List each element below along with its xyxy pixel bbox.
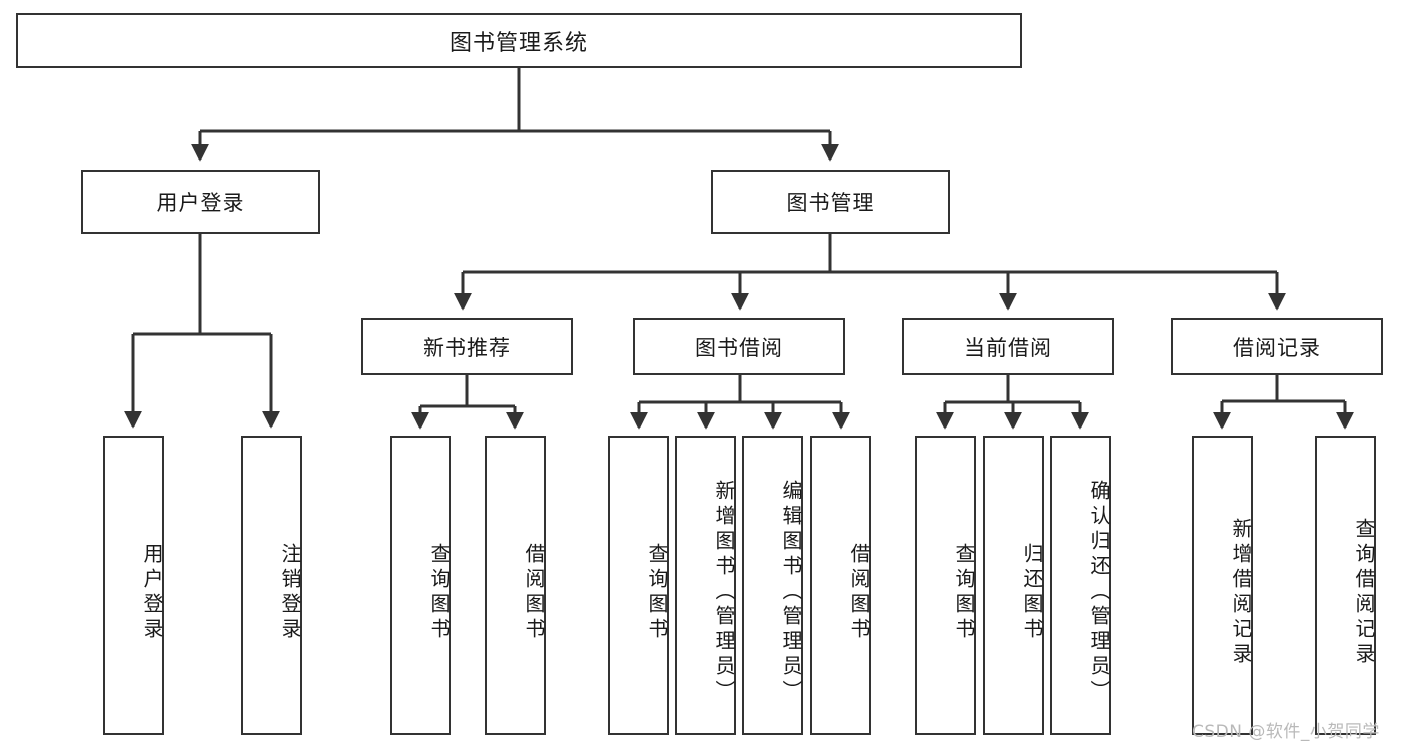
node-new-book-recommend[interactable]: 新书推荐: [361, 318, 573, 375]
leaf-user-login[interactable]: 用户登录: [103, 436, 164, 735]
leaf-query-book-borrow[interactable]: 查询图书: [608, 436, 669, 735]
node-book-manage[interactable]: 图书管理: [711, 170, 950, 234]
leaf-query-borrow-record[interactable]: 查询借阅记录: [1315, 436, 1376, 735]
leaf-return-book[interactable]: 归还图书: [983, 436, 1044, 735]
leaf-query-book-current[interactable]: 查询图书: [915, 436, 976, 735]
leaf-query-book-recommend[interactable]: 查询图书: [390, 436, 451, 735]
leaf-confirm-return-admin[interactable]: 确认归还（管理员）: [1050, 436, 1111, 735]
node-current-borrow[interactable]: 当前借阅: [902, 318, 1114, 375]
node-user-login[interactable]: 用户登录: [81, 170, 320, 234]
leaf-borrow-book-recommend[interactable]: 借阅图书: [485, 436, 546, 735]
node-book-borrow[interactable]: 图书借阅: [633, 318, 845, 375]
node-borrow-record[interactable]: 借阅记录: [1171, 318, 1383, 375]
node-root[interactable]: 图书管理系统: [16, 13, 1022, 68]
leaf-user-logout[interactable]: 注销登录: [241, 436, 302, 735]
leaf-add-book-admin[interactable]: 新增图书（管理员）: [675, 436, 736, 735]
leaf-borrow-book[interactable]: 借阅图书: [810, 436, 871, 735]
leaf-add-borrow-record[interactable]: 新增借阅记录: [1192, 436, 1253, 735]
leaf-edit-book-admin[interactable]: 编辑图书（管理员）: [742, 436, 803, 735]
